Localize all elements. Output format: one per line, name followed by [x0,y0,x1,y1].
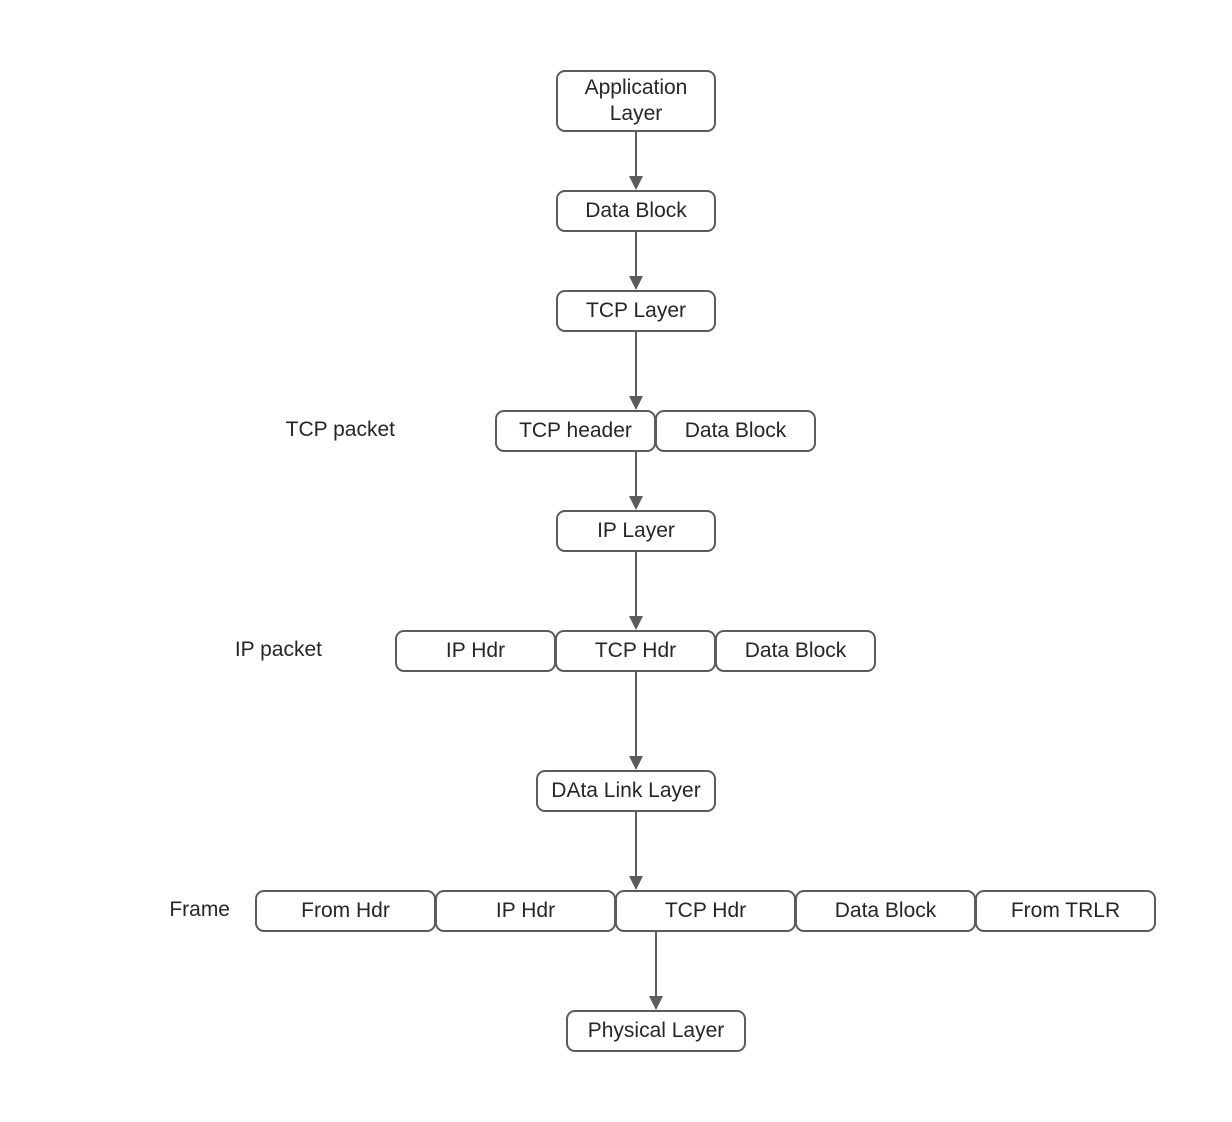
packet-cell-tcp-header[interactable]: TCP header [495,410,656,452]
arrow-data-block-to-tcp-layer [629,232,643,290]
packet-cell-data-block[interactable]: Data Block [715,630,876,672]
arrow-tcp-packet-to-ip-layer [629,452,643,510]
node-data-block-label: Data Block [585,199,687,223]
row-label-frame: Frame [169,898,230,921]
frame-cell-from-hdr[interactable]: From Hdr [255,890,436,932]
packet-cell-ip-hdr[interactable]: IP Hdr [395,630,556,672]
packet-cell-data-block-label: Data Block [744,639,847,662]
arrow-ip-layer-to-ip-packet [629,552,643,630]
node-tcp-layer[interactable]: TCP Layer [556,290,716,332]
packet-cell-tcp-hdr[interactable]: TCP Hdr [555,630,716,672]
frame-cell-data-block[interactable]: Data Block [795,890,976,932]
row-label-ip-packet: IP packet [234,638,322,661]
arrow-application-to-data-block [629,131,643,190]
packet-strip-tcp-packet: TCP header Data Block [495,410,816,452]
arrow-ip-packet-to-data-link-layer [629,672,643,770]
packet-cell-ip-hdr-label: IP Hdr [445,639,506,662]
frame-cell-ip-hdr[interactable]: IP Hdr [435,890,616,932]
frame-cell-tcp-hdr[interactable]: TCP Hdr [615,890,796,932]
packet-strip-frame: From Hdr IP Hdr TCP Hdr Data Block From … [255,890,1156,932]
node-data-link-layer[interactable]: DAta Link Layer [536,770,716,812]
node-application-layer-label: Application Layer [584,76,688,125]
node-data-link-layer-label: DAta Link Layer [551,779,701,803]
packet-cell-data-block-label: Data Block [684,419,787,442]
frame-cell-data-block-label: Data Block [834,899,937,922]
node-ip-layer[interactable]: IP Layer [556,510,716,552]
frame-cell-from-trlr[interactable]: From TRLR [975,890,1156,932]
packet-cell-tcp-hdr-label: TCP Hdr [594,639,677,662]
packet-strip-ip-packet: IP Hdr TCP Hdr Data Block [395,630,876,672]
node-data-block[interactable]: Data Block [556,190,716,232]
node-physical-layer-label: Physical Layer [587,1019,725,1043]
node-tcp-layer-label: TCP Layer [586,299,686,323]
node-application-layer[interactable]: Application Layer [556,70,716,132]
node-physical-layer[interactable]: Physical Layer [566,1010,746,1052]
row-label-tcp-packet: TCP packet [285,418,395,441]
node-ip-layer-label: IP Layer [597,519,675,543]
packet-cell-tcp-header-label: TCP header [519,419,632,442]
packet-cell-data-block[interactable]: Data Block [655,410,816,452]
arrow-frame-to-physical-layer [649,932,663,1010]
arrow-data-link-layer-to-frame [629,812,643,890]
frame-cell-tcp-hdr-label: TCP Hdr [664,899,747,922]
arrow-tcp-layer-to-tcp-packet [629,332,643,410]
frame-cell-from-hdr-label: From Hdr [301,899,390,922]
frame-cell-ip-hdr-label: IP Hdr [495,899,556,922]
frame-cell-from-trlr-label: From TRLR [1010,899,1121,922]
